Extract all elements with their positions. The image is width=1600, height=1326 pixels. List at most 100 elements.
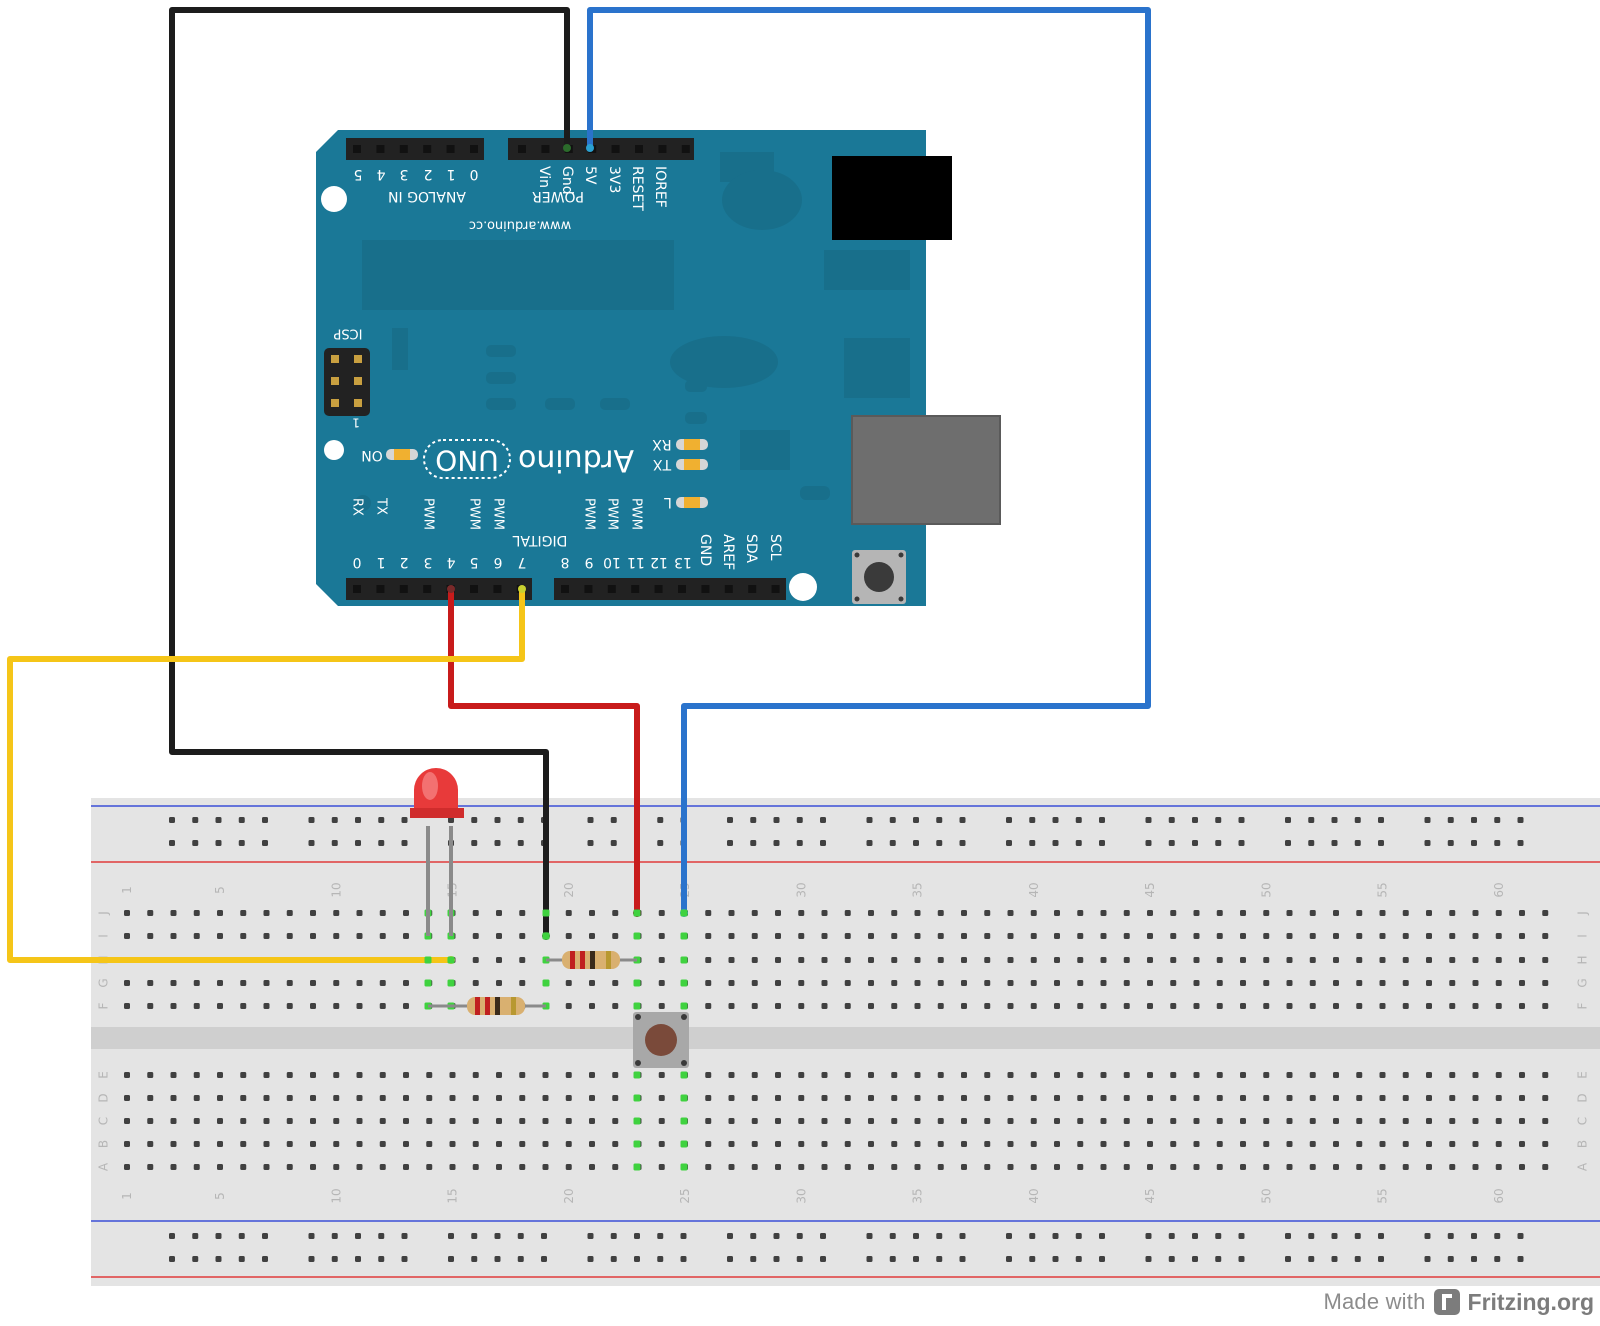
fritzing-brand-label: Fritzing.org (1467, 1288, 1594, 1315)
column-number: 35 (911, 1188, 925, 1203)
digital-pin-label: 13 (674, 554, 692, 570)
fritzing-logo-icon (1433, 1289, 1460, 1315)
resistor-1[interactable] (546, 951, 637, 969)
power-header (508, 138, 694, 160)
digital-pin-label: 12 (650, 554, 668, 570)
power-pin-label: Vin (536, 166, 552, 188)
column-number: 35 (911, 882, 925, 897)
icsp-label: ICSP (333, 326, 362, 341)
digital-pin-function-label: PWM (491, 498, 506, 530)
digital-pin-label: 2 (400, 554, 409, 570)
icsp-pin1-label: 1 (352, 416, 360, 430)
column-number: 20 (562, 1188, 576, 1203)
usb-port (852, 416, 1000, 524)
row-letter: E (1576, 1071, 1590, 1079)
column-number: 30 (794, 1188, 808, 1203)
column-number: 45 (1143, 882, 1157, 897)
power-jack (832, 156, 952, 240)
digital-pin-function-label: RX (350, 498, 365, 516)
column-number: 40 (1027, 1188, 1041, 1203)
tx-led (676, 459, 708, 470)
analog-header (346, 138, 484, 160)
row-letter: H (1576, 955, 1590, 964)
column-number: 1 (120, 1192, 134, 1200)
column-number: 40 (1027, 882, 1041, 897)
column-number: 10 (329, 1188, 343, 1203)
website-label: www.arduino.cc (469, 218, 571, 233)
row-letter: B (1576, 1140, 1590, 1148)
power-pin-label: Gnd (559, 166, 575, 195)
black-gnd-wire[interactable] (169, 7, 570, 939)
reset-button[interactable] (852, 550, 906, 604)
digital-pin-function-label: PWM (582, 498, 597, 530)
column-number: 50 (1259, 1188, 1273, 1203)
red-pin4-wire[interactable] (448, 586, 640, 916)
power-rail-holes (169, 817, 1524, 1262)
status-led-label: L (664, 494, 672, 510)
digital-pin-label: 1 (377, 554, 386, 570)
row-letter: F (1576, 1002, 1590, 1009)
digital-pin-function-label: PWM (421, 498, 436, 530)
column-number: 15 (446, 1188, 460, 1203)
digital-title: DIGITAL (512, 532, 567, 548)
status-led-label: TX (653, 456, 673, 472)
red-led[interactable] (410, 768, 464, 936)
pushbutton[interactable] (633, 1012, 689, 1068)
row-letter: F (97, 1002, 111, 1009)
fritzing-credit: Made with Fritzing.org (1323, 1282, 1594, 1322)
column-number: 60 (1492, 882, 1506, 897)
column-number: 1 (120, 886, 134, 894)
arduino-brand-label: Arduino (518, 443, 634, 478)
resistor-2[interactable] (428, 997, 546, 1015)
digital-pin-label: 7 (518, 554, 527, 570)
row-letter: I (97, 934, 111, 938)
digital-pin-function-label: PWM (629, 498, 644, 530)
row-letter: C (97, 1117, 111, 1125)
digital-header-high (554, 578, 786, 600)
analog-pin-label: 1 (447, 166, 456, 182)
power-pin-label: RESET (629, 166, 645, 211)
analog-pin-label: 3 (400, 166, 409, 182)
column-number: 50 (1259, 882, 1273, 897)
yellow-pin7-wire[interactable] (7, 586, 525, 963)
row-letter: J (97, 911, 111, 916)
uno-badge (423, 439, 511, 479)
arduino-uno-board: Arduino UNO ON www.arduino.cc POWER ANAL… (316, 130, 1001, 606)
l-led (676, 497, 708, 508)
column-number: 20 (562, 882, 576, 897)
blue-5v-wire[interactable] (587, 7, 1151, 916)
digital-pin-function-label: PWM (605, 498, 620, 530)
digital-pin-label: 0 (353, 554, 362, 570)
digital-pin-function-label: TX (374, 497, 389, 515)
row-letter: J (1576, 911, 1590, 916)
column-number: 60 (1492, 1188, 1506, 1203)
row-letter: D (1576, 1093, 1590, 1102)
power-pin-label: IOREF (652, 166, 668, 208)
column-number: 5 (213, 1192, 227, 1200)
digital-pin-label: 5 (470, 554, 479, 570)
rx-led (676, 439, 708, 450)
digital-pin-label: 10 (603, 554, 621, 570)
row-letter: E (97, 1071, 111, 1079)
column-number: 10 (329, 882, 343, 897)
digital-pin-label: 11 (627, 554, 645, 570)
icsp-header (324, 348, 370, 416)
analog-pin-label: 2 (424, 166, 433, 182)
column-number: 55 (1376, 1188, 1390, 1203)
digital-pin-label: 8 (561, 554, 570, 570)
digital-pin-label: GND (697, 534, 713, 566)
digital-pin-function-label: PWM (467, 498, 482, 530)
on-label: ON (361, 447, 383, 463)
digital-pin-label: 3 (424, 554, 433, 570)
mounting-hole (324, 440, 344, 460)
digital-pin-label: AREF (720, 534, 736, 570)
analog-pin-label: 4 (376, 166, 385, 182)
digital-pin-label: 9 (585, 554, 594, 570)
analog-pin-label: 0 (470, 166, 479, 182)
column-number: 5 (213, 886, 227, 894)
row-letter: B (97, 1140, 111, 1148)
